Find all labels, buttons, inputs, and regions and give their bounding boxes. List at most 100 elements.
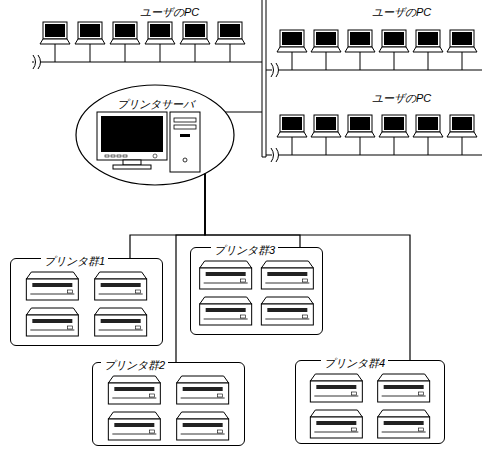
laptop-screen	[280, 115, 304, 132]
bus-line	[266, 154, 482, 155]
laptop-screen	[314, 30, 338, 47]
laptop-icon	[379, 115, 409, 155]
laptop-base	[110, 39, 140, 44]
printer-icon	[26, 308, 78, 336]
laptop-base	[180, 39, 210, 44]
power-button	[153, 154, 157, 158]
drop-wire	[360, 52, 361, 70]
drop-wire	[326, 52, 327, 70]
paper-tray	[112, 434, 156, 435]
break-mark	[271, 63, 279, 77]
monitor-base	[113, 165, 151, 169]
drop-wire	[55, 44, 56, 62]
drop-wire	[394, 52, 395, 70]
drop-wire	[428, 52, 429, 70]
paper-tray	[204, 319, 248, 320]
printer-icon	[200, 261, 252, 289]
paper-slot	[267, 272, 307, 276]
laptop-screen	[218, 22, 242, 39]
laptop-screen	[314, 115, 338, 132]
printer-lid	[310, 374, 362, 381]
laptop-display	[185, 24, 205, 37]
printer-icon	[95, 308, 147, 336]
paper-slot	[32, 319, 72, 323]
printer-group: プリンタ群4	[295, 360, 445, 444]
paper-slot	[101, 319, 141, 323]
printer-lid	[26, 308, 78, 315]
printer-lid	[378, 374, 430, 381]
break-arc	[33, 55, 36, 69]
printer-icon	[200, 297, 252, 325]
paper-tray	[204, 283, 248, 284]
printer-lid	[261, 297, 313, 304]
laptop-icon	[345, 30, 375, 70]
group-label: プリンタ群2	[101, 358, 168, 372]
monitor-button	[123, 155, 127, 157]
drop-wire	[230, 44, 231, 62]
printer-icon	[177, 412, 229, 440]
printer-cable	[130, 174, 205, 258]
printer-icon	[378, 374, 430, 402]
user-pc-label: ユーザのPC	[140, 5, 199, 19]
laptop-screen	[148, 22, 172, 39]
printer-body	[310, 381, 362, 402]
paper-slot	[384, 385, 424, 389]
printer-icon	[108, 412, 160, 440]
laptop-base	[345, 132, 375, 137]
backbone-end	[262, 157, 266, 158]
paper-slot	[101, 283, 141, 287]
printer-button	[419, 392, 424, 395]
laptop-screen	[78, 22, 102, 39]
paper-tray	[30, 294, 74, 295]
monitor-stand	[123, 160, 141, 165]
paper-slot	[206, 272, 246, 276]
paper-tray	[99, 330, 143, 331]
drive-bay	[174, 118, 196, 122]
laptop-base	[413, 132, 443, 137]
drop-wire	[125, 44, 126, 62]
drop-wire	[292, 137, 293, 155]
printer-button	[136, 290, 141, 293]
laptop-display	[45, 24, 65, 37]
laptop-base	[277, 132, 307, 137]
group-label: プリンタ群3	[211, 243, 278, 257]
printer-button	[351, 392, 356, 395]
break-mark	[271, 148, 279, 162]
printer-body	[108, 383, 160, 404]
laptop-display	[452, 32, 472, 45]
laptop-display	[316, 117, 336, 130]
printer-set	[108, 376, 228, 440]
printer-button	[302, 315, 307, 318]
laptop-display	[350, 32, 370, 45]
printer-icon	[26, 272, 78, 300]
printer-lid	[108, 376, 160, 383]
printer-lid	[108, 412, 160, 419]
laptop-screen	[382, 30, 406, 47]
printer-button	[218, 430, 223, 433]
group-label: プリンタ群1	[41, 254, 108, 268]
paper-slot	[183, 423, 223, 427]
drop-wire	[195, 44, 196, 62]
printer-lid	[26, 272, 78, 279]
laptop-icon	[413, 115, 443, 155]
backbone-line	[266, 0, 267, 157]
laptop-base	[311, 132, 341, 137]
drop-wire	[428, 137, 429, 155]
laptop-icon	[215, 22, 245, 62]
laptop-screen	[280, 30, 304, 47]
laptop-base	[413, 47, 443, 52]
laptop-display	[452, 117, 472, 130]
backbone-line	[262, 0, 263, 157]
laptop-icon	[345, 115, 375, 155]
printer-body	[310, 417, 362, 438]
laptop-icon	[311, 30, 341, 70]
laptop-icon	[413, 30, 443, 70]
ellipse-shape	[76, 85, 234, 185]
printer-lid	[310, 410, 362, 417]
printer-button	[149, 430, 154, 433]
printer-body	[200, 304, 252, 325]
printer-set	[26, 272, 146, 336]
laptop-display	[384, 117, 404, 130]
printer-body	[177, 419, 229, 440]
printer-body	[95, 315, 147, 336]
